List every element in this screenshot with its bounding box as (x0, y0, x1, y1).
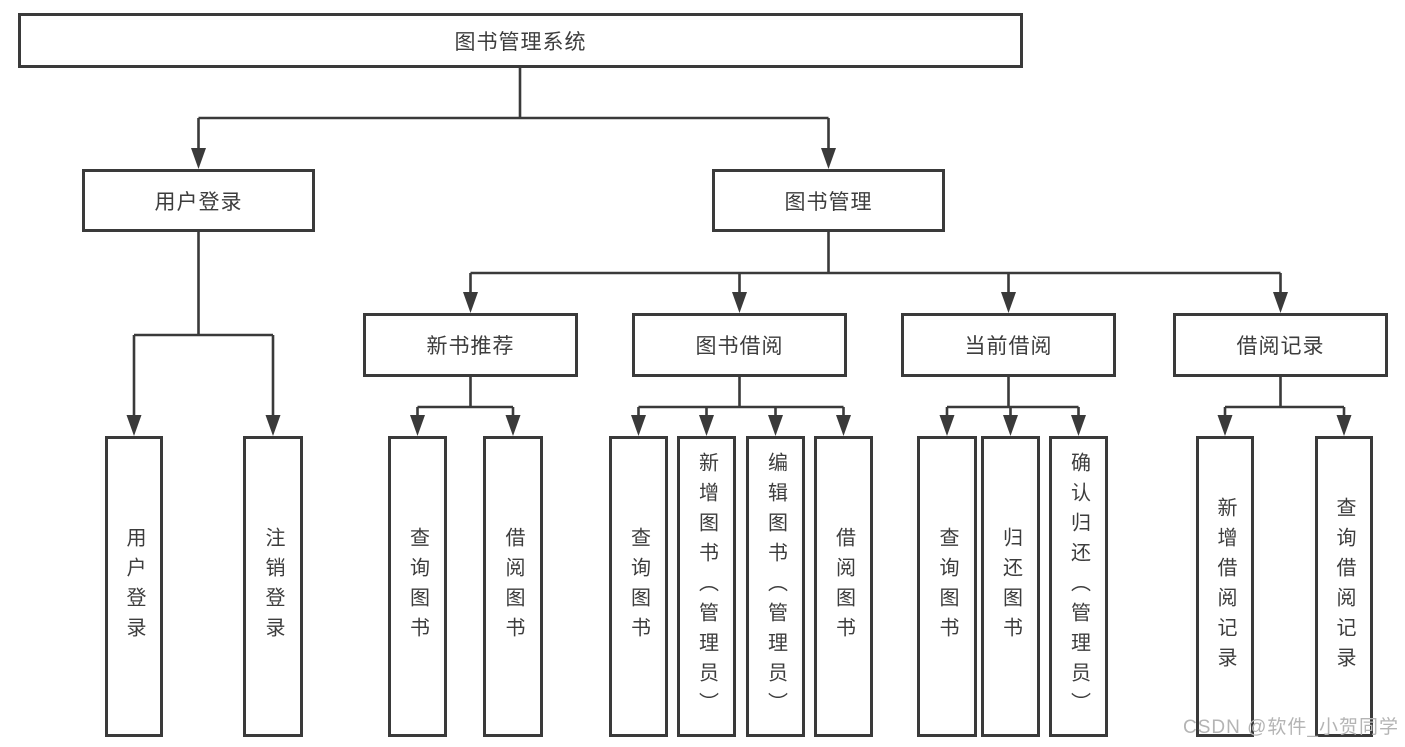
node-query-books-3: 查询图书 (917, 436, 977, 737)
node-query-books-1: 查询图书 (388, 436, 447, 737)
node-label: 图书管理 (784, 190, 873, 214)
arrowhead-icon (505, 415, 521, 436)
node-add-books-admin: 新增图书（管理员） (677, 436, 736, 737)
arrowhead-icon (1003, 415, 1018, 436)
connector-path (416, 377, 515, 424)
node-add-borrow-record: 新增借阅记录 (1196, 436, 1254, 737)
arrowhead-icon (463, 292, 478, 313)
connector-path (1223, 377, 1346, 424)
node-label: 借阅记录 (1236, 335, 1325, 358)
node-edit-books-admin: 编辑图书（管理员） (746, 436, 805, 737)
connector-path (197, 68, 830, 157)
node-label: 编辑图书（管理员） (764, 451, 787, 722)
node-label: 新增借阅记录 (1214, 496, 1236, 677)
node-user-login-action: 用户登录 (105, 436, 163, 737)
node-new-book-recommend: 新书推荐 (363, 313, 578, 377)
arrowhead-icon (1071, 415, 1086, 436)
node-logout-action: 注销登录 (243, 436, 303, 737)
node-query-borrow-record: 查询借阅记录 (1315, 436, 1373, 737)
node-label: 用户登录 (154, 190, 243, 214)
node-label: 借阅图书 (832, 526, 855, 647)
arrowhead-icon (1273, 292, 1288, 313)
node-label: 图书管理系统 (454, 30, 587, 54)
node-label: 归还图书 (999, 526, 1022, 647)
arrowhead-icon (1001, 292, 1016, 313)
node-label: 借阅图书 (502, 526, 524, 647)
node-borrow-books-1: 借阅图书 (483, 436, 543, 737)
node-root: 图书管理系统 (18, 13, 1023, 68)
node-label: 确认归还（管理员） (1067, 451, 1090, 722)
node-label: 查询图书 (936, 526, 958, 647)
arrowhead-icon (732, 292, 747, 313)
node-current-borrowing: 当前借阅 (901, 313, 1116, 377)
arrowhead-icon (1217, 415, 1233, 436)
arrowhead-icon (939, 415, 955, 436)
node-book-borrowing: 图书借阅 (632, 313, 847, 377)
node-label: 新增图书（管理员） (695, 451, 718, 722)
arrowhead-icon (821, 148, 836, 169)
arrowhead-icon (768, 415, 783, 436)
node-label: 注销登录 (262, 526, 284, 647)
node-confirm-return-admin: 确认归还（管理员） (1049, 436, 1108, 737)
arrowhead-icon (836, 415, 851, 436)
node-label: 新书推荐 (426, 335, 515, 358)
node-book-management: 图书管理 (712, 169, 945, 232)
connector-path (637, 377, 845, 424)
node-label: 查询图书 (627, 526, 650, 647)
node-label: 当前借阅 (964, 335, 1053, 358)
connector-path (132, 232, 275, 424)
node-borrow-books-2: 借阅图书 (814, 436, 873, 737)
node-label: 图书借阅 (695, 335, 784, 358)
node-borrowing-records: 借阅记录 (1173, 313, 1388, 377)
node-return-books: 归还图书 (981, 436, 1040, 737)
arrowhead-icon (191, 148, 206, 169)
node-label: 用户登录 (123, 526, 145, 647)
node-label: 查询借阅记录 (1333, 496, 1355, 677)
node-user-login: 用户登录 (82, 169, 315, 232)
arrowhead-icon (410, 415, 425, 436)
arrowhead-icon (126, 415, 142, 436)
arrowhead-icon (631, 415, 646, 436)
arrowhead-icon (265, 415, 281, 436)
node-query-books-2: 查询图书 (609, 436, 668, 737)
arrowhead-icon (1336, 415, 1352, 436)
node-label: 查询图书 (406, 526, 429, 647)
arrowhead-icon (699, 415, 714, 436)
connector-path (469, 232, 1282, 301)
